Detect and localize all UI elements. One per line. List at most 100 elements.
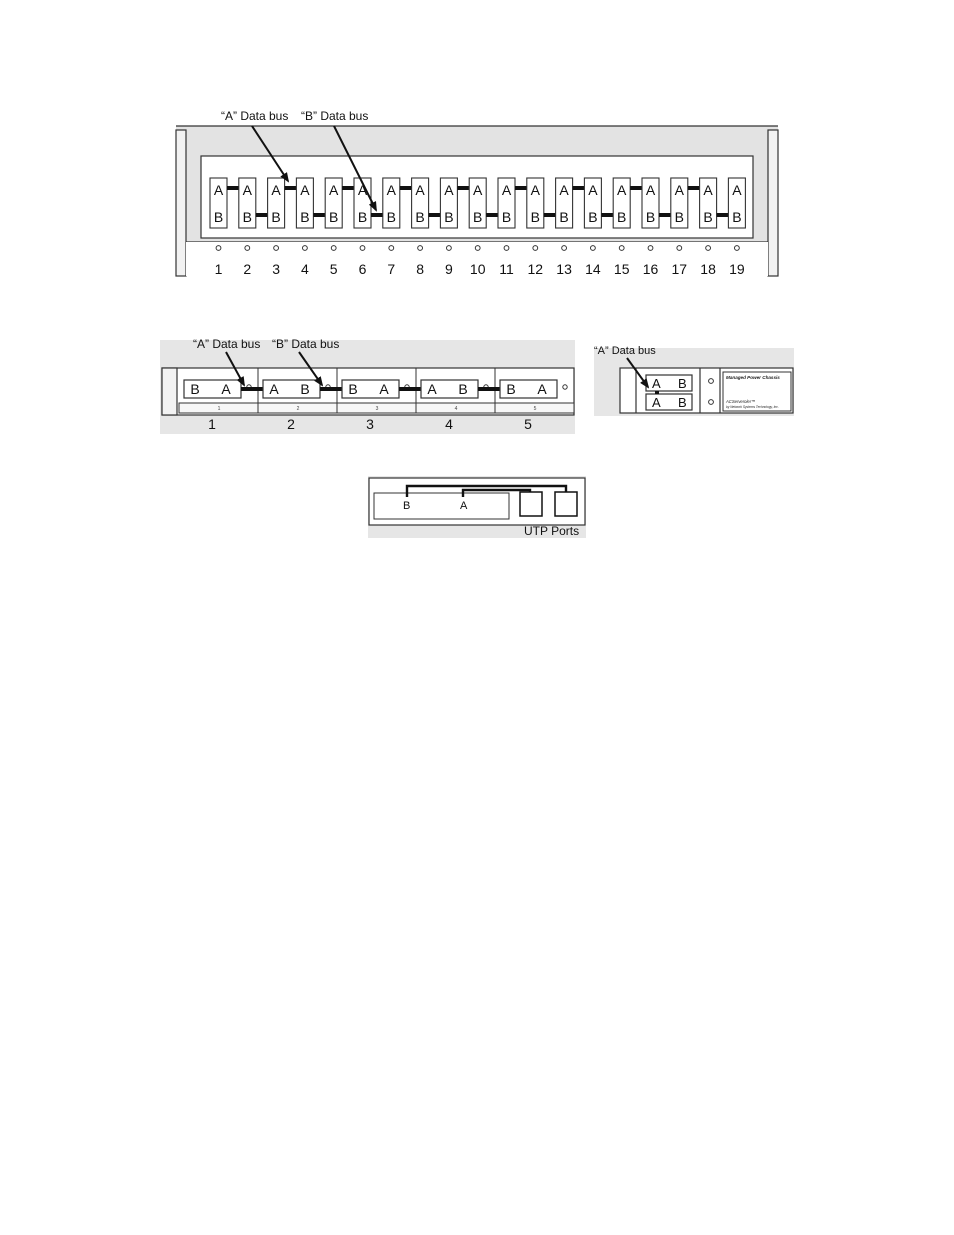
b-bus-link: [428, 213, 441, 217]
slot-a-letter: A: [271, 182, 281, 198]
slot-1: [209, 177, 228, 229]
b-data-bus-arrow: [298, 351, 324, 387]
bus-link: [399, 387, 421, 391]
slot-number: 19: [729, 261, 745, 277]
slot-led: [359, 245, 366, 251]
slot-led: [561, 245, 567, 251]
strip-number: 4: [455, 406, 458, 412]
slot-led: [273, 245, 280, 251]
slot-b-letter: B: [588, 209, 597, 225]
a-data-bus-label: “A” Data bus: [594, 345, 656, 357]
slot-number: 12: [528, 261, 544, 277]
name-plate: [722, 371, 792, 412]
slot-17: [670, 177, 689, 229]
slot-b-letter: B: [271, 209, 280, 225]
slot-a-letter: A: [703, 182, 713, 198]
module-top-left-letter: A: [652, 376, 661, 391]
a-bus-link: [687, 186, 700, 190]
slot-b-letter: B: [300, 209, 309, 225]
strip-number: 2: [297, 406, 300, 412]
slot-a-letter: A: [559, 182, 569, 198]
strip-number: 5: [534, 406, 537, 412]
slot-led: [446, 245, 452, 251]
slot-led: [388, 245, 395, 251]
b-bus-link: [716, 213, 729, 217]
slot-led: [302, 245, 308, 251]
slot-a-letter: A: [444, 182, 454, 198]
b-bus-link: [371, 213, 383, 217]
slot-b-letter: B: [444, 209, 453, 225]
slot-a-letter: A: [531, 182, 541, 198]
slot-a-letter: A: [300, 182, 310, 198]
slot-10: [468, 177, 487, 229]
a-bus-link: [342, 186, 354, 190]
module-row-bottom: [645, 393, 693, 411]
slot-13: [555, 177, 574, 229]
slot-7: [382, 177, 401, 229]
a-data-bus-label: “A” Data bus: [221, 109, 288, 123]
slot-b-letter: B: [214, 209, 223, 225]
module-right-letter: B: [458, 381, 467, 397]
slot-number: 8: [416, 261, 424, 277]
module-number: 1: [208, 416, 216, 432]
slot-led: [676, 245, 683, 251]
diagram-19-slot-chassis: AB1AB2AB3AB4AB5AB6AB7AB8AB9AB10AB11AB12A…: [175, 109, 779, 277]
slot-18: [699, 177, 718, 229]
a-bus-link: [630, 186, 642, 190]
slot-led: [532, 245, 539, 251]
module-left-letter: A: [269, 381, 279, 397]
module-left-letter: B: [348, 381, 357, 397]
slot-b-letter: B: [473, 209, 482, 225]
slot-14: [583, 177, 602, 229]
a-data-bus-arrow: [251, 125, 290, 183]
slot-number: 14: [585, 261, 601, 277]
module-5: [499, 379, 558, 399]
slot-number: 7: [387, 261, 395, 277]
module-right-letter: A: [221, 381, 231, 397]
status-led-bottom: [708, 399, 714, 405]
module-number: 4: [445, 416, 453, 432]
b-data-bus-label: “B” Data bus: [301, 109, 368, 123]
b-bus-link: [659, 213, 671, 217]
slot-number: 11: [499, 261, 514, 277]
module-led: [562, 384, 568, 390]
slot-2: [238, 177, 257, 229]
slot-4: [295, 177, 314, 229]
slot-led: [417, 245, 424, 251]
slot-number: 16: [643, 261, 659, 277]
slot-number: 3: [272, 261, 280, 277]
slot-12: [526, 177, 545, 229]
module-right-letter: B: [300, 381, 309, 397]
slot-b-letter: B: [531, 209, 540, 225]
chassis-left-rail: [161, 367, 178, 416]
slot-number: 18: [700, 261, 716, 277]
slot-led: [215, 245, 222, 251]
slot-number: 6: [359, 261, 367, 277]
a-bus-link: [227, 186, 239, 190]
bus-link: [655, 391, 659, 394]
slot-led: [705, 245, 711, 251]
module-right-letter: A: [537, 381, 547, 397]
a-data-bus-arrow: [225, 351, 245, 387]
b-bus-link: [543, 213, 556, 217]
utp-port-2: [554, 491, 578, 517]
slot-b-letter: B: [358, 209, 367, 225]
a-bus-link: [457, 186, 470, 190]
slot-3: [267, 177, 286, 229]
bus-link: [320, 387, 342, 391]
module-top-right-letter: B: [678, 376, 687, 391]
slot-5: [324, 177, 343, 229]
slot-a-letter: A: [675, 182, 685, 198]
a-bus-link: [515, 186, 527, 190]
module-left-letter: A: [427, 381, 437, 397]
slot-led: [618, 245, 625, 251]
module-bottom-right-letter: B: [678, 395, 687, 410]
name-plate-title: Managed Power Chassis: [726, 375, 780, 380]
slot-led: [244, 245, 251, 251]
chassis-number-strip: [178, 402, 575, 414]
module-letter-b: B: [403, 500, 410, 512]
b-bus-link: [601, 213, 614, 217]
b-data-bus-label: “B” Data bus: [272, 337, 339, 351]
